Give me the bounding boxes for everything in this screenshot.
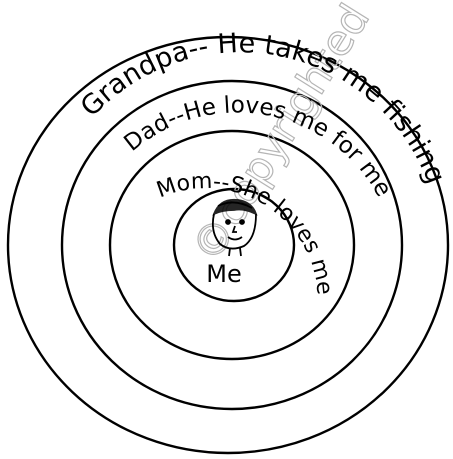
- label-me: Me: [206, 260, 241, 288]
